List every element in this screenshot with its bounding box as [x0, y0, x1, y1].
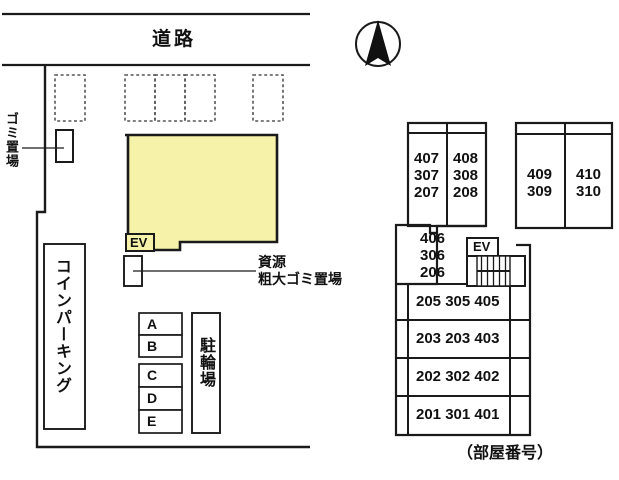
unit-408-308-208: 408 308 208 [453, 150, 479, 201]
road-label: 道路 [152, 28, 197, 50]
stall-label-b: B [147, 338, 158, 354]
unit-406-306-206: 406 306 206 [420, 230, 446, 281]
street-stall-2 [124, 74, 156, 122]
row-205-305-405: 205 305 405 [416, 293, 500, 310]
row-201-301-401: 201 301 401 [416, 406, 500, 423]
unit-line-410: 410 [576, 166, 602, 183]
coin-parking-label: コインパーキング [53, 258, 72, 394]
street-parking-stalls [54, 74, 284, 122]
unit-line-408: 408 [453, 150, 479, 167]
stair-frame [476, 255, 511, 287]
room-plan-group [394, 121, 614, 437]
north-arrow-icon [355, 20, 401, 67]
unit-line-206: 206 [420, 263, 446, 281]
unit-407-307-207: 407 307 207 [414, 150, 440, 201]
unit-line-409: 409 [527, 166, 553, 183]
street-stall-4 [184, 74, 216, 122]
stall-label-e: E [147, 413, 157, 429]
unit-line-407: 407 [414, 150, 440, 167]
plan-ev-label: EV [473, 239, 491, 254]
building-ev-label: EV [130, 235, 148, 250]
row-203-203-403: 203 203 403 [416, 330, 500, 347]
stall-a [138, 312, 183, 336]
stall-e [138, 409, 183, 434]
building-ev-box [125, 233, 155, 252]
unit-410-310: 410 310 [576, 166, 602, 201]
upper-left-block [406, 121, 488, 228]
stall-d [138, 386, 183, 411]
row-202-302-402: 202 302 402 [416, 368, 500, 385]
stall-label-a: A [147, 316, 158, 332]
stall-block-ab [138, 312, 183, 358]
shigen-gomi-label-line1: 資源 [258, 255, 286, 271]
unit-409-309: 409 309 [527, 166, 553, 201]
unit-line-307: 307 [414, 166, 440, 184]
unit-line-306: 306 [420, 246, 446, 264]
room-plan-caption: （部屋番号） [457, 443, 554, 462]
stall-b [138, 334, 183, 358]
coin-parking-area [43, 243, 86, 430]
unit-line-406: 406 [420, 230, 446, 247]
stall-block-cde [138, 363, 183, 434]
unit-line-308: 308 [453, 166, 479, 184]
unit-line-309: 309 [527, 182, 553, 200]
stall-label-c: C [147, 367, 158, 383]
main-building [125, 133, 279, 252]
site-plan-group [2, 12, 310, 449]
street-stall-3 [154, 74, 186, 122]
shigen-gomi-label-line2: 粗大ゴミ置場 [258, 272, 342, 288]
building-body-outline [394, 223, 532, 437]
unit-line-310: 310 [576, 182, 602, 200]
bicycle-parking-area [191, 312, 221, 434]
street-stall-5 [252, 74, 284, 122]
unit-line-208: 208 [453, 183, 479, 201]
unit-line-207: 207 [414, 183, 440, 201]
upper-right-block [514, 121, 614, 230]
street-stall-1 [54, 74, 86, 122]
stall-label-d: D [147, 390, 158, 406]
gomi-label: ゴミ置場 [3, 112, 18, 168]
site-boundary [35, 65, 310, 449]
bicycle-parking-label: 駐輪場 [197, 337, 216, 388]
gomi-box [55, 129, 74, 163]
stall-c [138, 363, 183, 388]
